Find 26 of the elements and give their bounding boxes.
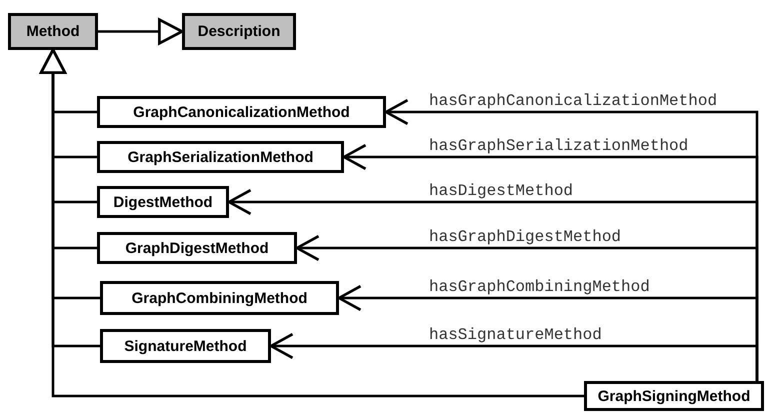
- class-box: [97, 186, 229, 218]
- class-box: [100, 329, 271, 363]
- class-name: SignatureMethod: [124, 338, 247, 354]
- inheritance-arrow: [40, 48, 584, 398]
- inheritance-arrow: [98, 18, 184, 45]
- class-name: GraphSerializationMethod: [128, 148, 314, 166]
- edge-label: hasGraphCombiningMethod: [428, 278, 651, 296]
- class-name: GraphCombiningMethod: [132, 290, 308, 306]
- class-box: [97, 96, 386, 128]
- class-box: [584, 381, 764, 411]
- class-name: GraphDigestMethod: [125, 240, 269, 256]
- class-box: [100, 281, 339, 315]
- class-box: [182, 13, 296, 50]
- class-name: GraphCanonicalizationMethod: [133, 104, 350, 120]
- edge-label: hasGraphDigestMethod: [428, 228, 622, 246]
- class-box: [97, 232, 297, 264]
- edge-label: hasSignatureMethod: [428, 326, 603, 344]
- edge-label: hasGraphCanonicalizationMethod: [428, 92, 718, 110]
- class-name: Description: [198, 23, 280, 40]
- class-name: Method: [26, 23, 80, 40]
- class-name: DigestMethod: [113, 194, 213, 210]
- class-box: [8, 13, 98, 50]
- edge-label: hasGraphSerializationMethod: [428, 137, 690, 155]
- edge-label: hasDigestMethod: [428, 182, 574, 200]
- class-box: [97, 141, 344, 173]
- class-name: GraphSigningMethod: [598, 388, 750, 404]
